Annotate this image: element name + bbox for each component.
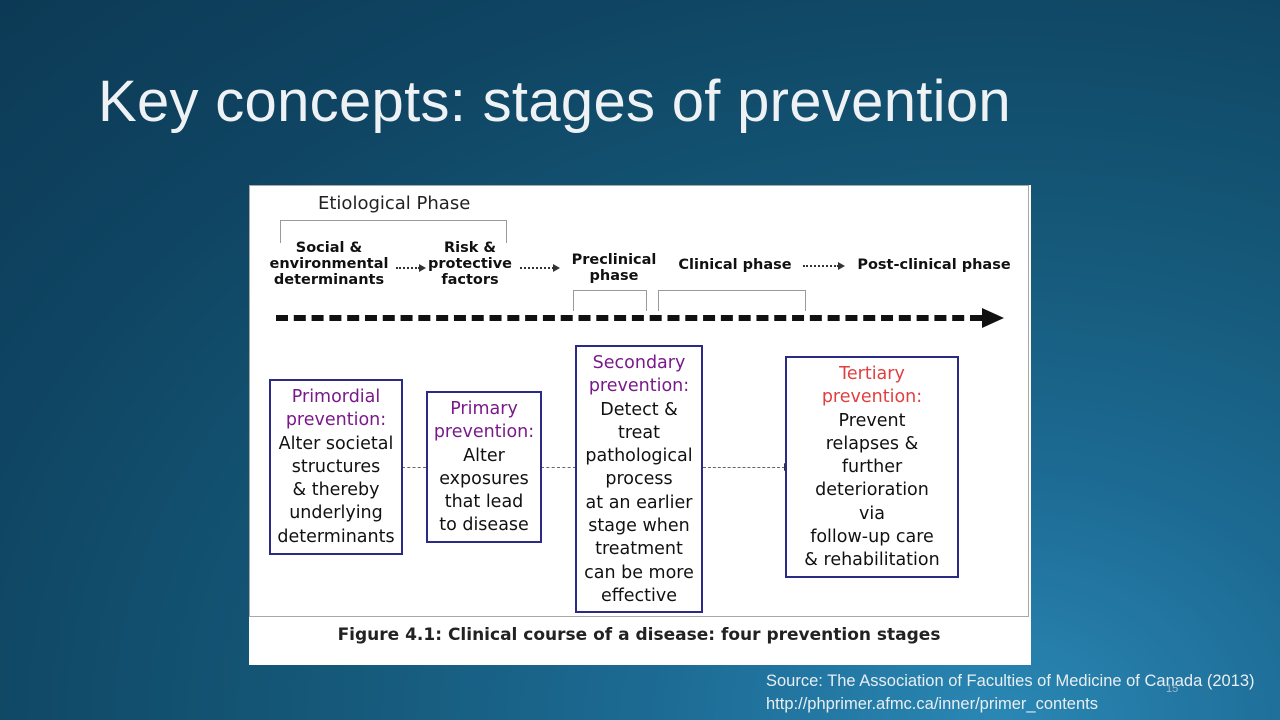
phase-preclinical: Preclinical phase (571, 252, 657, 284)
phase-clinical: Clinical phase (678, 257, 792, 273)
secondary-heading-1: Secondary (592, 353, 686, 373)
secondary-heading-2: prevention: (588, 376, 690, 397)
phase-risk-protective: Risk & protective factors (427, 240, 513, 288)
disease-timeline (276, 315, 982, 321)
source-citation: Source: The Association of Faculties of … (766, 670, 1255, 716)
arrow-clinical-to-post (803, 262, 845, 270)
etiological-phase-label: Etiological Phase (318, 193, 471, 214)
slide-number: 15 (1166, 683, 1179, 695)
primary-heading-1: Primary (450, 399, 518, 419)
figure-caption: Figure 4.1: Clinical course of a disease… (337, 625, 941, 645)
connector-primordial-primary (402, 467, 426, 468)
preclinical-bracket (573, 290, 647, 311)
timeline-arrowhead (982, 308, 1004, 328)
tertiary-prevention-box: Tertiary prevention: Prevent relapses & … (785, 356, 959, 578)
connector-secondary-tertiary (703, 463, 791, 471)
source-line: Source: The Association of Faculties of … (766, 672, 1255, 690)
primordial-heading-2: prevention: (285, 410, 387, 431)
primary-prevention-box: Primary prevention: Alter exposures that… (426, 391, 542, 543)
prevention-stages-figure: Etiological Phase Social & environmental… (249, 185, 1031, 665)
phase-social-environmental: Social & environmental determinants (269, 240, 389, 288)
primary-heading-2: prevention: (433, 422, 535, 443)
source-url: http://phprimer.afmc.ca/inner/primer_con… (766, 695, 1098, 713)
clinical-bracket (658, 290, 806, 311)
slide-title: Key concepts: stages of prevention (98, 69, 1011, 134)
figure-frame: Etiological Phase Social & environmental… (249, 185, 1029, 617)
primordial-prevention-box: Primordial prevention: Alter societal st… (269, 379, 403, 555)
phase-post-clinical: Post-clinical phase (857, 257, 1011, 273)
tertiary-heading-1: Tertiary (839, 364, 905, 384)
arrow-risk-to-preclinical (520, 264, 560, 272)
arrow-social-to-risk (396, 264, 426, 272)
etiological-bracket (280, 220, 507, 243)
connector-primary-secondary (541, 467, 576, 468)
tertiary-heading-2: prevention: (821, 387, 923, 408)
secondary-prevention-box: Secondary prevention: Detect & treat pat… (575, 345, 703, 613)
primordial-heading-1: Primordial (291, 387, 381, 407)
